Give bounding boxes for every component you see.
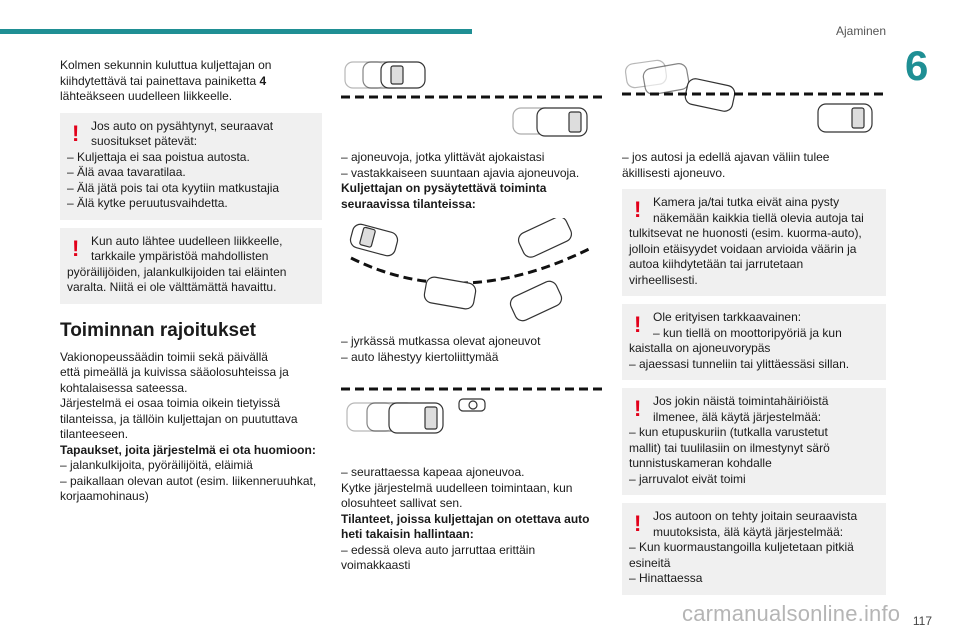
- warning-icon: !: [72, 120, 80, 146]
- header-accent-bar: [0, 29, 472, 34]
- warning-box: ! Jos autoon on tehty joitain seuraavist…: [622, 503, 886, 595]
- warning-box: ! Ole erityisen tarkkaavainen: – kun tie…: [622, 304, 886, 380]
- warning-icon: !: [634, 312, 642, 337]
- column-1: Kolmen sekunnin kuluttua kuljettajan on …: [60, 58, 322, 505]
- sharp-curve-illustration: [349, 218, 592, 322]
- intro-paragraph: Kolmen sekunnin kuluttua kuljettajan on …: [60, 58, 272, 103]
- warning-icon: !: [72, 235, 80, 261]
- warning-box: ! Kun auto lähtee uudelleen liikkeelle, …: [60, 227, 322, 304]
- warning-icon: !: [634, 197, 642, 222]
- section-title: Ajaminen: [835, 24, 886, 38]
- warning-icon: !: [634, 396, 642, 421]
- section-heading: Toiminnan rajoitukset: [60, 319, 257, 341]
- body-text: Vakionopeussäädin toimii sekä päivällä e…: [60, 349, 317, 504]
- chapter-number: 6: [905, 42, 929, 89]
- overtaking-vehicle-illustration: [341, 61, 603, 137]
- column-3: – jos autosi ja edellä ajavan väliin tul…: [622, 58, 886, 603]
- warning-box: ! Kamera ja/tai tutka eivät aina pysty n…: [622, 189, 886, 296]
- column-2: – ajoneuvoja, jotka ylittävät ajokaistas…: [341, 58, 603, 574]
- watermark: carmanualsonline.info: [682, 601, 901, 626]
- warning-icon: !: [634, 511, 642, 536]
- page-number: 117: [912, 614, 932, 628]
- warning-box: ! Jos jokin näistä toimintahäiriöistä il…: [622, 388, 886, 495]
- cut-in-vehicle-illustration: [622, 59, 886, 133]
- warning-box: ! Jos auto on pysähtynyt, seuraavat suos…: [60, 112, 322, 220]
- narrow-vehicle-illustration: [341, 387, 603, 434]
